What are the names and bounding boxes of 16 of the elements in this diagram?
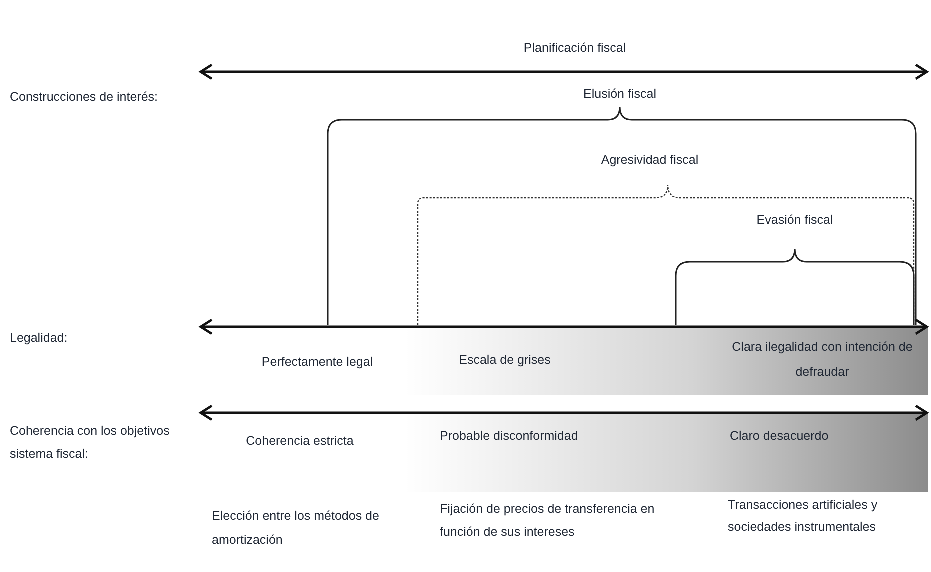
text-label: Probable disconformidad bbox=[440, 428, 580, 444]
text-label: Coherencia con los objetivos sistema fiscal: bbox=[10, 423, 171, 463]
text-label: Legalidad: bbox=[10, 330, 69, 346]
text-label: Agresividad fiscal bbox=[600, 152, 700, 168]
text-label: Claro desacuerdo bbox=[730, 428, 830, 444]
text-label: Escala de grises bbox=[458, 352, 552, 368]
text-label: Evasión fiscal bbox=[756, 212, 834, 228]
text-label: Perfectamente legal bbox=[260, 354, 374, 370]
text-label: Elección entre los métodos de amortización bbox=[212, 508, 380, 549]
text-label: Construcciones de interés: bbox=[10, 89, 159, 106]
text-label: Clara ilegalidad con intención de defraudar bbox=[731, 339, 914, 381]
text-label: Elusión fiscal bbox=[582, 86, 658, 102]
text-label: Planificación fiscal bbox=[522, 40, 628, 56]
text-label: Coherencia estricta bbox=[245, 433, 355, 449]
text-label: Transacciones artificiales y sociedades instrumentales bbox=[728, 497, 879, 536]
text-label: Fijación de precios de transferencia en función de sus intereses bbox=[440, 501, 656, 541]
